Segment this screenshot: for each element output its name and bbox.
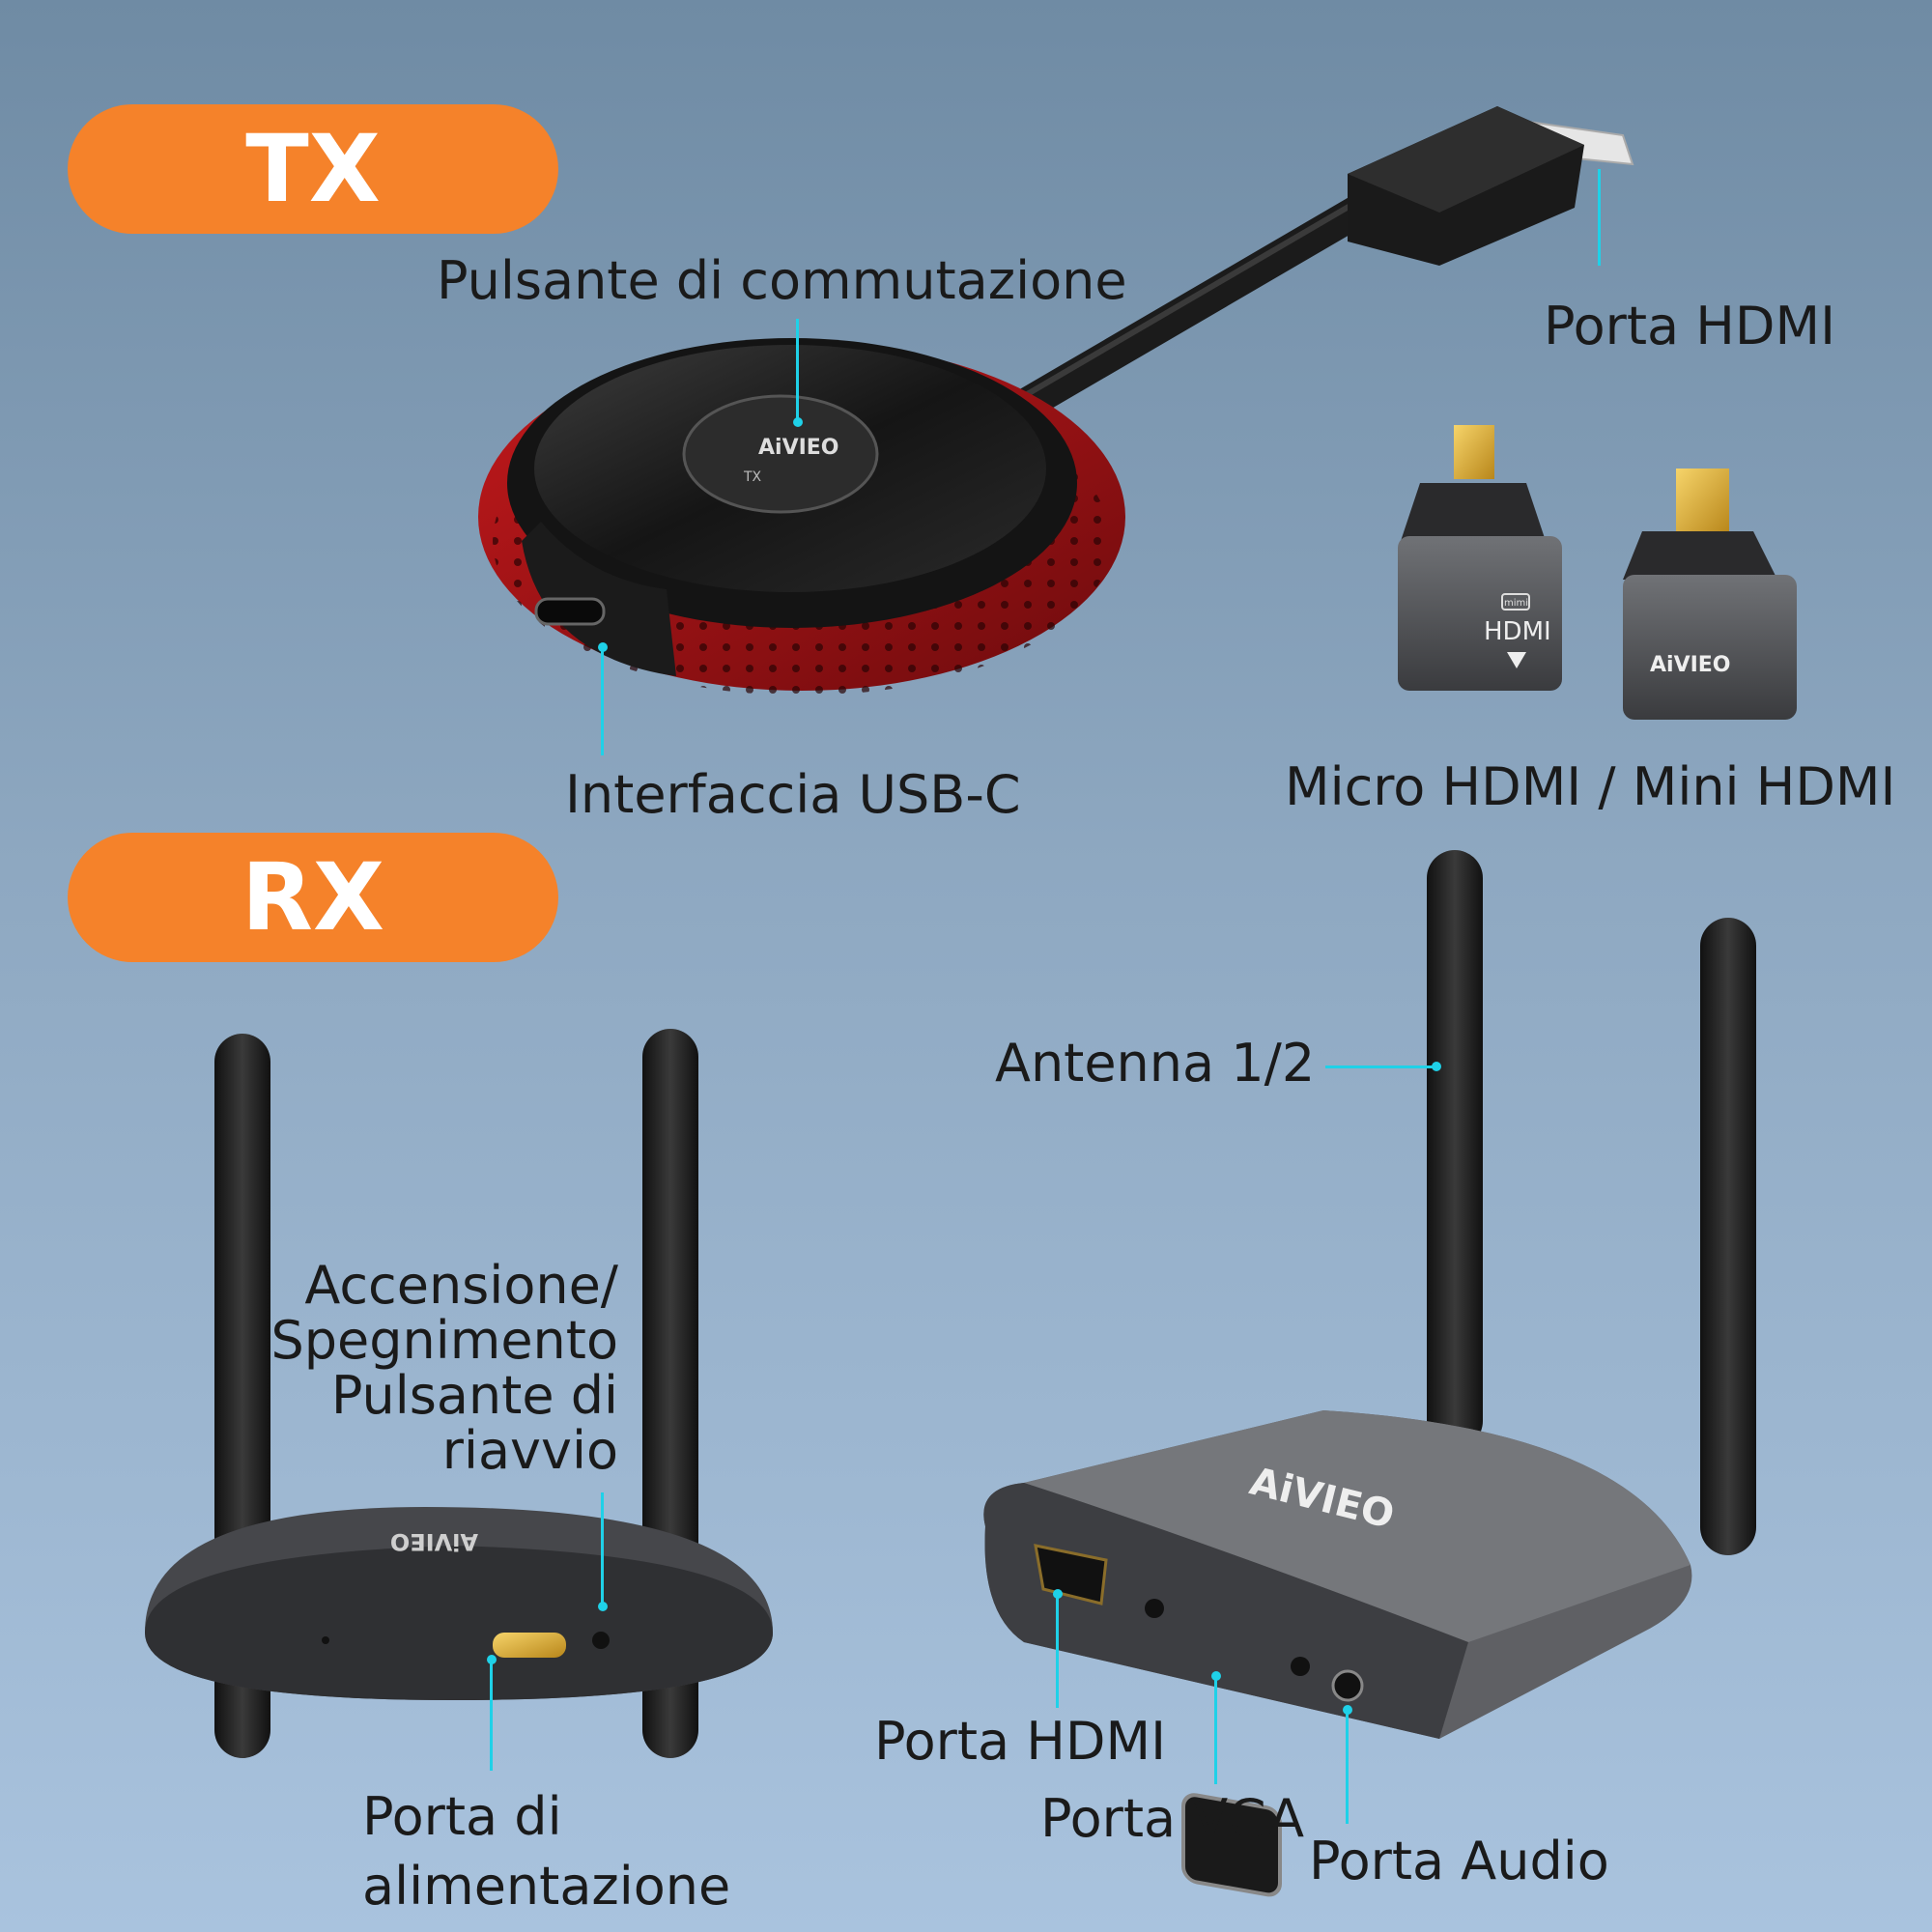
power-port-line-1: Porta di xyxy=(362,1786,562,1847)
antenna-label: Antenna 1/2 xyxy=(995,1033,1316,1094)
tx-cable xyxy=(1008,186,1388,422)
power-port-dot xyxy=(487,1655,497,1664)
audio-line xyxy=(1346,1710,1349,1824)
adapters-label: Micro HDMI / Mini HDMI xyxy=(1285,756,1896,817)
audio-port-label: Porta Audio xyxy=(1309,1831,1609,1891)
rx-back-view: AiVIEO xyxy=(145,1029,773,1758)
switch-button-label: Pulsante di commutazione xyxy=(437,250,1127,311)
tx-dongle: AiVIEO TX xyxy=(478,338,1125,696)
switch-button-line xyxy=(796,319,799,425)
power-reset-line-4: riavvio xyxy=(441,1420,618,1481)
tx-hdmi-plug xyxy=(1348,106,1634,266)
tx-hdmi-line xyxy=(1598,169,1601,266)
power-reset-label: Accensione/ Spegnimento Pulsante di riav… xyxy=(261,1258,618,1478)
micro-hdmi-adapter: mimi HDMI xyxy=(1398,425,1562,691)
power-reset-line-3: Pulsante di xyxy=(330,1365,618,1426)
usbc-line xyxy=(601,647,604,755)
adapter-hdmi-text: HDMI xyxy=(1484,617,1551,646)
rx-power-port xyxy=(493,1633,566,1658)
tx-mark: TX xyxy=(743,469,762,485)
rx-section-badge: RX xyxy=(68,833,558,962)
vga-port-label: Porta VGA xyxy=(1040,1788,1305,1849)
vga-line xyxy=(1214,1676,1217,1784)
rx-antenna xyxy=(1700,918,1756,1555)
rx-vga-port xyxy=(1181,1793,1282,1897)
tx-usbc-port xyxy=(534,597,606,626)
rx-hdmi-line xyxy=(1056,1594,1059,1708)
power-reset-line-1: Accensione/ xyxy=(304,1255,618,1316)
mini-hdmi-adapter: AiVIEO xyxy=(1623,469,1797,720)
rx-hdmi-port-label: Porta HDMI xyxy=(874,1711,1167,1772)
rx-hdmi-port xyxy=(1034,1544,1108,1605)
antenna-line xyxy=(1325,1065,1436,1068)
adapter-mini-text: mimi xyxy=(1504,598,1528,609)
tx-section-badge: TX xyxy=(68,104,558,234)
power-reset-dot xyxy=(598,1602,608,1611)
power-port-line-2: alimentazione xyxy=(362,1856,731,1917)
tx-logo: AiVIEO xyxy=(758,436,839,460)
rx-front-view: AiVIEO xyxy=(983,850,1756,1897)
rx-hdmi-dot xyxy=(1053,1589,1063,1599)
antenna-dot xyxy=(1432,1062,1441,1071)
rx-antenna xyxy=(1427,850,1483,1449)
power-reset-line-2: Spegnimento xyxy=(270,1310,618,1371)
switch-button-dot xyxy=(793,417,803,427)
rx-back-logo: AiVIEO xyxy=(390,1528,478,1555)
rx-audio-port xyxy=(1331,1669,1364,1702)
usbc-dot xyxy=(598,642,608,652)
adapter-logo: AiVIEO xyxy=(1650,653,1731,677)
power-port-line xyxy=(490,1660,493,1771)
audio-dot xyxy=(1343,1705,1352,1715)
power-reset-line xyxy=(601,1492,604,1606)
power-port-label: Porta di alimentazione xyxy=(362,1782,730,1921)
usbc-label: Interfaccia USB-C xyxy=(565,764,1021,825)
tx-hdmi-port-label: Porta HDMI xyxy=(1544,296,1836,356)
vga-dot xyxy=(1211,1671,1221,1681)
